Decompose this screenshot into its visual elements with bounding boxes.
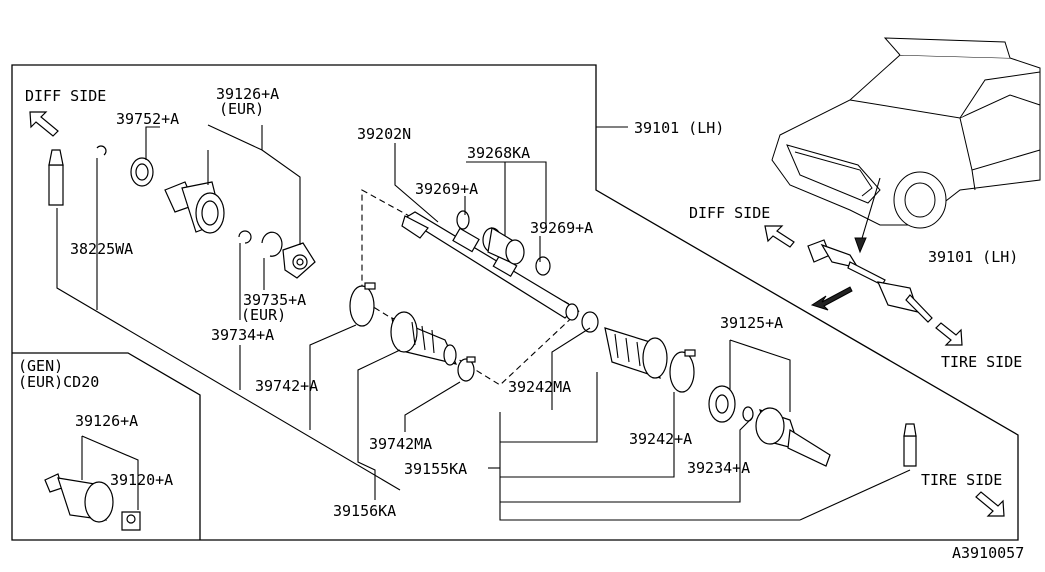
vehicle-illustration <box>771 37 1041 323</box>
part-39234-a-label: 39234+A <box>687 459 750 477</box>
gen-variant-label: (GEN) <box>18 357 63 375</box>
damper-band-left-part <box>456 210 470 230</box>
tire-side-boot-part <box>581 311 668 379</box>
gen-joint-seal-part <box>121 511 141 531</box>
part-39156ka-label: 39156KA <box>333 502 396 520</box>
inset-diff-side-label: DIFF SIDE <box>689 204 770 222</box>
tire-side-label: TIRE SIDE <box>921 471 1002 489</box>
dust-ring-part <box>130 157 154 187</box>
outer-joint-part <box>708 385 831 467</box>
circlip-small-part <box>96 145 107 156</box>
part-39742ma-label: 39742MA <box>369 435 432 453</box>
part-39735-a-note: (EUR) <box>241 306 286 324</box>
part-39735-a-label: 39735+A <box>243 291 306 309</box>
part-39734-a-label: 39734+A <box>211 326 274 344</box>
label-group: DIFF SIDE 39126+A (EUR) 39752+A 38225WA … <box>18 85 1024 562</box>
gen-joint-housing-part <box>44 473 114 523</box>
inset-tire-side-arrow-icon <box>935 322 963 346</box>
drive-shaft-part <box>401 211 579 321</box>
part-39202n-label: 39202N <box>357 125 411 143</box>
main-frame <box>11 64 1019 541</box>
variant-inset-frame <box>12 352 201 540</box>
inset-driveshaft <box>807 239 933 323</box>
eur-variant-label: (EUR)CD20 <box>18 373 99 391</box>
inset-diff-side-arrow-icon <box>764 225 795 248</box>
part-39742-a-label: 39742+A <box>255 377 318 395</box>
tire-side-arrow-icon <box>975 491 1005 517</box>
gen-part-39120-a-label: 39120+A <box>110 471 173 489</box>
inset-39101-lh-label: 39101 (LH) <box>928 248 1018 266</box>
leader-lines <box>56 124 911 521</box>
snap-ring-part <box>238 230 252 244</box>
part-39101-lh-label: 39101 (LH) <box>634 119 724 137</box>
grease-tube-tire-part <box>903 423 917 467</box>
boot-band-tire-part <box>669 349 696 393</box>
inner-joint-housing-part <box>164 181 225 234</box>
part-39268ka-label: 39268KA <box>467 144 530 162</box>
part-39752-a-label: 39752+A <box>116 110 179 128</box>
spider-assembly-part <box>282 242 316 279</box>
diff-side-arrow-icon <box>29 111 59 137</box>
part-39155ka-label: 39155KA <box>404 460 467 478</box>
part-39242ma-label: 39242MA <box>508 378 571 396</box>
grease-tube-part <box>48 149 64 206</box>
part-39126-a-note: (EUR) <box>219 100 264 118</box>
part-39242-a-label: 39242+A <box>629 430 692 448</box>
diagram-code-label: A3910057 <box>952 544 1024 562</box>
diff-side-label: DIFF SIDE <box>25 87 106 105</box>
damper-weight-part <box>482 227 525 265</box>
part-39269-a-left-label: 39269+A <box>415 180 478 198</box>
circlip-eur-part <box>261 231 283 257</box>
damper-band-right-part <box>535 256 551 276</box>
part-39269-a-right-label: 39269+A <box>530 219 593 237</box>
boot-band-small-part <box>457 356 476 382</box>
part-39126-a-label: 39126+A <box>216 85 279 103</box>
part-38225wa-label: 38225WA <box>70 240 133 258</box>
part-39125-a-label: 39125+A <box>720 314 783 332</box>
diff-side-boot-part <box>390 311 458 366</box>
boot-band-large-part <box>349 282 376 327</box>
gen-part-39126-a-label: 39126+A <box>75 412 138 430</box>
inset-tire-side-label: TIRE SIDE <box>941 353 1022 371</box>
